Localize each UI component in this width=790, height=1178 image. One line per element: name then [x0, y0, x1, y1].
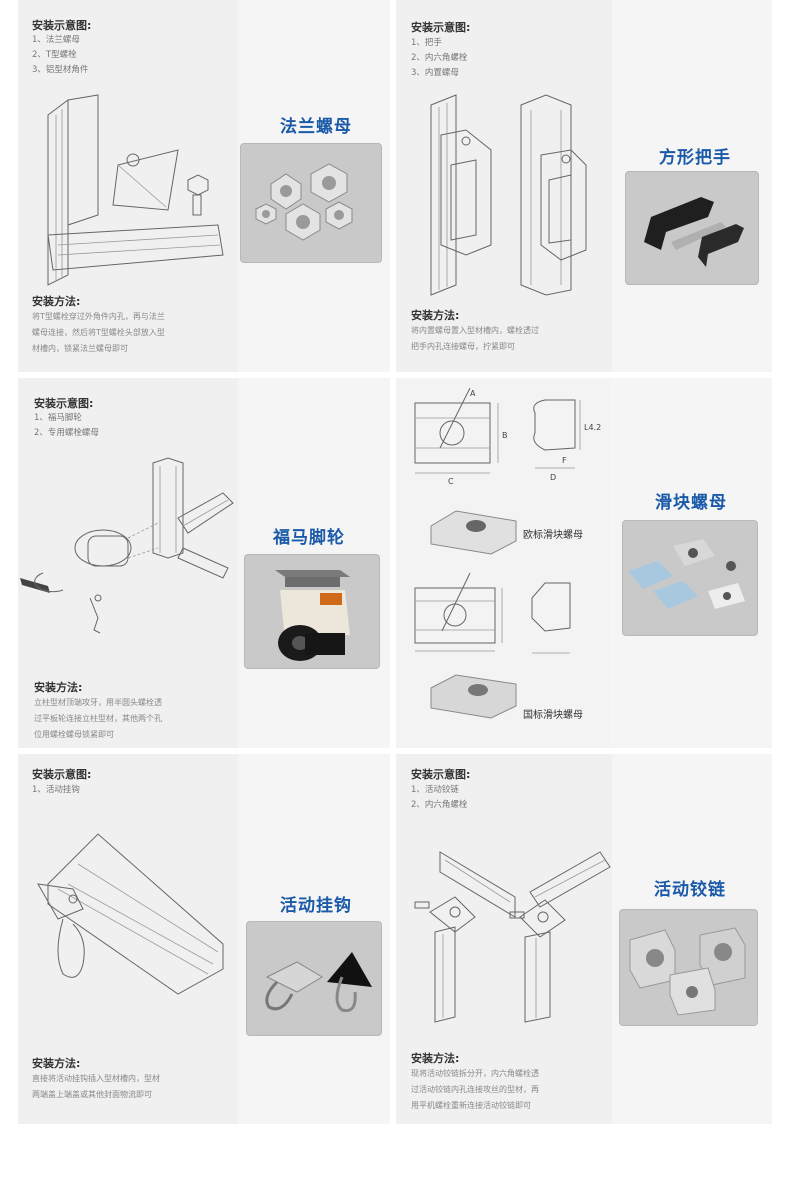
product-title: 滑块螺母	[655, 493, 727, 513]
method-line: 现将活动铰链拆分开，内六角螺栓透	[411, 1069, 539, 1078]
product-title: 活动铰链	[654, 880, 726, 900]
dim-label-c: C	[448, 477, 454, 486]
eu-nut-label: 欧标滑块螺母	[523, 530, 583, 541]
method-header: 安装方法:	[411, 309, 460, 322]
list-item: 1、法兰螺母	[32, 35, 80, 45]
method-line: 把手内孔连接螺母，拧紧即可	[411, 342, 515, 351]
list-item: 3、铝型材角件	[32, 65, 89, 75]
method-line: 过平板轮连接立柱型材，其他两个孔	[34, 714, 162, 723]
gb-slide-nut-3d	[430, 674, 517, 719]
product-photo	[622, 520, 758, 636]
product-title: 法兰螺母	[280, 117, 352, 137]
handle-diagram	[430, 94, 587, 296]
dim-label-f: F	[562, 456, 567, 465]
list-item: 2、内六角螺栓	[411, 800, 468, 810]
product-photo	[240, 143, 382, 263]
dim-label-d: D	[550, 473, 556, 482]
panel-left-area	[18, 754, 238, 1124]
method-line: 将内置螺母置入型材槽内，螺栓透过	[411, 326, 539, 335]
panel-caster: 安装示意图: 1、福马脚轮 2、专用螺栓螺母 福马脚轮 安装方法:	[18, 378, 390, 748]
panel-movable-hinge: 安装示意图: 1、活动铰链 2、内六角螺栓 活动铰链 安装方法: 现将活动铰链拆…	[396, 754, 772, 1124]
method-text: 将内置螺母置入型材槽内，螺栓透过 把手内孔连接螺母，拧紧即可	[411, 323, 539, 355]
product-title: 方形把手	[659, 148, 731, 168]
gb-slide-nut-drawing	[414, 572, 571, 654]
method-line: 位用螺栓螺母锁紧即可	[34, 730, 114, 739]
panel-left-area	[18, 0, 238, 372]
dim-label-b: B	[502, 431, 508, 440]
hook-icon	[265, 952, 372, 1013]
method-header: 安装方法:	[34, 681, 83, 694]
method-line: 螺母连接，然后将T型螺栓头部放入型	[32, 328, 165, 337]
panel-movable-hook: 安装示意图: 1、活动挂钩 活动挂钩 安装方法: 直接将活动挂钩插入型材槽内，型…	[18, 754, 390, 1124]
eu-slide-nut-3d	[430, 510, 517, 555]
dim-label-a: A	[470, 389, 476, 398]
list-item: 2、专用螺栓螺母	[34, 428, 99, 438]
method-text: 将T型螺栓穿过外角件内孔，再与法兰 螺母连接，然后将T型螺栓头部放入型 材槽内，…	[32, 309, 165, 357]
caster-wheel-icon	[275, 570, 350, 661]
product-title: 福马脚轮	[273, 528, 345, 548]
method-line: 过活动铰链内孔连接攻丝的型材，再	[411, 1085, 539, 1094]
gb-nut-label: 国标滑块螺母	[523, 710, 583, 721]
method-line: 两端盖上端盖或其他封面物流即可	[32, 1090, 152, 1099]
panel-flange-nut: 安装示意图: 1、法兰螺母 2、T型螺栓 3、铝型材角件 法兰螺母	[18, 0, 390, 372]
panel-slide-nut: A B C L4.2 D F 欧标滑块螺母 国标滑块螺母 滑块螺母	[396, 378, 772, 748]
diagram-header: 安装示意图:	[411, 21, 471, 34]
handle-icon	[644, 197, 744, 267]
panel-square-handle: 安装示意图: 1、把手 2、内六角螺栓 3、内置螺母 方形把手 安装方法: 将内…	[396, 0, 772, 372]
product-photo	[246, 921, 382, 1036]
list-item: 1、活动挂钩	[32, 785, 80, 795]
method-header: 安装方法:	[32, 1057, 81, 1070]
item-list: 1、法兰螺母 2、T型螺栓 3、铝型材角件	[32, 33, 88, 78]
panel-left-area	[396, 0, 612, 372]
item-list: 1、把手 2、内六角螺栓 3、内置螺母	[411, 36, 467, 81]
method-line: 将T型螺栓穿过外角件内孔，再与法兰	[32, 312, 165, 321]
method-line: 立柱型材顶端攻牙，用半圆头螺栓透	[34, 698, 162, 707]
flange-nut-icon	[255, 163, 353, 241]
dim-label-e: L4.2	[584, 423, 601, 432]
method-text: 直接将活动挂钩插入型材槽内，型材 两端盖上端盖或其他封面物流即可	[32, 1071, 160, 1103]
item-list: 1、活动挂钩	[32, 783, 80, 798]
list-item: 2、内六角螺栓	[411, 53, 468, 63]
corner-bracket-diagram	[47, 94, 224, 286]
method-line: 用平机螺栓重新连接活动铰链即可	[411, 1101, 531, 1110]
diagram-header: 安装示意图:	[32, 19, 92, 32]
hook-diagram	[37, 833, 224, 995]
list-item: 2、T型螺栓	[32, 50, 77, 60]
caster-diagram	[20, 457, 234, 634]
list-item: 1、福马脚轮	[34, 413, 82, 423]
product-photo	[619, 909, 758, 1026]
panel-left-area	[18, 378, 238, 748]
list-item: 1、活动铰链	[411, 785, 459, 795]
item-list: 1、福马脚轮 2、专用螺栓螺母	[34, 411, 99, 441]
list-item: 1、把手	[411, 38, 442, 48]
diagram-header: 安装示意图:	[411, 768, 471, 781]
method-line: 材槽内，锁紧法兰螺母即可	[32, 344, 128, 353]
product-photo	[244, 554, 380, 669]
method-text: 立柱型材顶端攻牙，用半圆头螺栓透 过平板轮连接立柱型材，其他两个孔 位用螺栓螺母…	[34, 695, 162, 743]
list-item: 3、内置螺母	[411, 68, 459, 78]
panel-left-area	[396, 754, 612, 1124]
diagram-header: 安装示意图:	[32, 768, 92, 781]
method-text: 现将活动铰链拆分开，内六角螺栓透 过活动铰链内孔连接攻丝的型材，再 用平机螺栓重…	[411, 1066, 539, 1114]
slide-nut-icon	[628, 539, 751, 609]
diagram-header: 安装示意图:	[34, 397, 94, 410]
product-title: 活动挂钩	[280, 896, 352, 916]
method-header: 安装方法:	[32, 295, 81, 308]
item-list: 1、活动铰链 2、内六角螺栓	[411, 783, 467, 813]
hinge-icon	[629, 927, 746, 1016]
hinge-diagram	[414, 851, 611, 1023]
method-line: 直接将活动挂钩插入型材槽内，型材	[32, 1074, 160, 1083]
method-header: 安装方法:	[411, 1052, 460, 1065]
eu-slide-nut-drawing: A B C L4.2 D F	[414, 387, 601, 486]
product-photo	[625, 171, 759, 285]
